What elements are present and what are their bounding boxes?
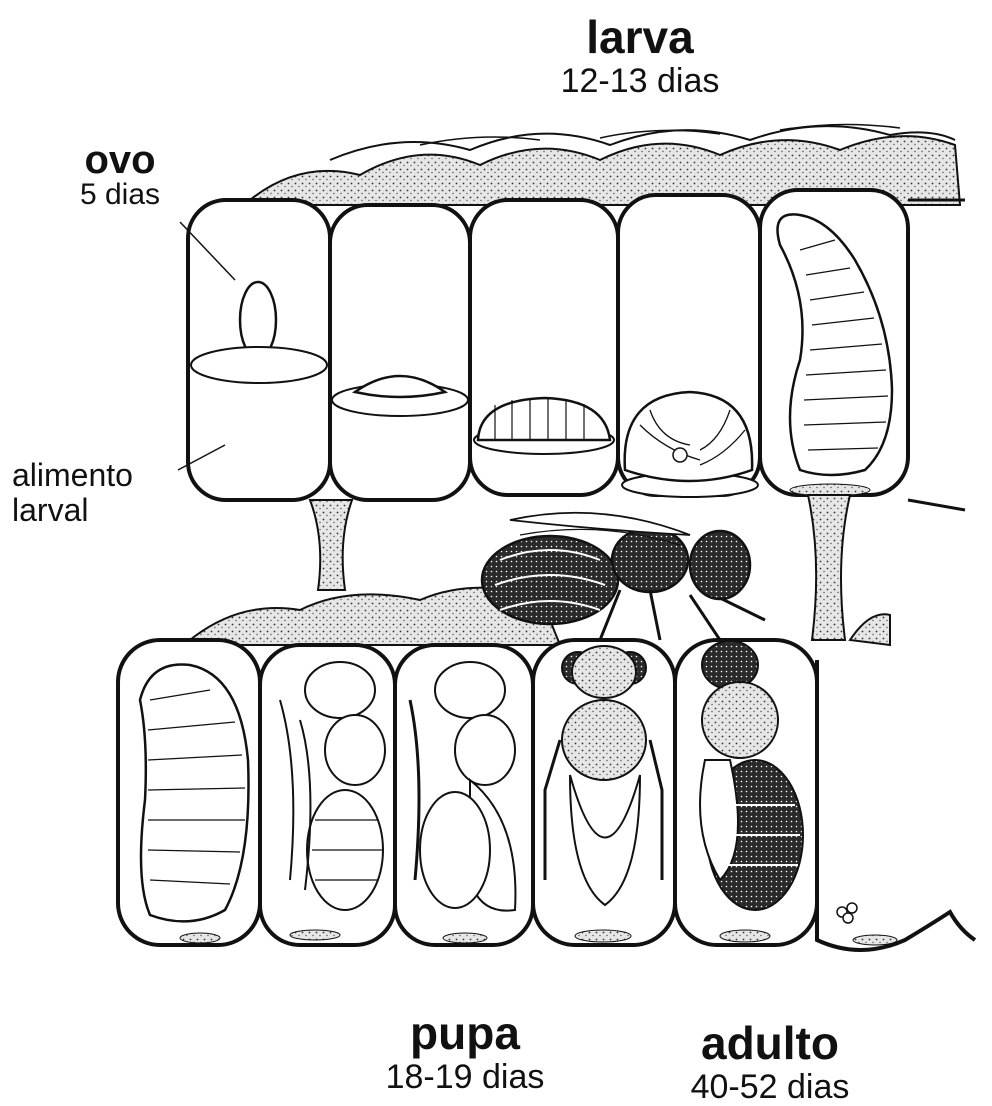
- pupa-label: pupa 18-19 dias: [350, 1010, 580, 1094]
- adulto-label: adulto 40-52 dias: [640, 1020, 900, 1104]
- larva-duration: 12-13 dias: [510, 64, 770, 98]
- cell-young-larva-1: [330, 205, 470, 500]
- alimento-larval-label: alimento larval: [12, 458, 133, 527]
- larval-food-surface: [191, 347, 327, 383]
- pupa-duration: 18-19 dias: [350, 1060, 580, 1094]
- ovo-label: ovo 5 dias: [30, 140, 210, 210]
- larval-line: larval: [12, 493, 133, 528]
- worker-bee-on-comb: [482, 513, 765, 640]
- adulto-title: adulto: [640, 1020, 900, 1066]
- pupa-title: pupa: [350, 1010, 580, 1056]
- ovo-duration: 5 dias: [30, 180, 210, 210]
- larva-label: larva 12-13 dias: [510, 14, 770, 98]
- adulto-duration: 40-52 dias: [640, 1070, 900, 1104]
- prepupa: [140, 664, 249, 921]
- alimento-line: alimento: [12, 458, 133, 493]
- ovo-title: ovo: [30, 140, 210, 180]
- larva-title: larva: [510, 14, 770, 60]
